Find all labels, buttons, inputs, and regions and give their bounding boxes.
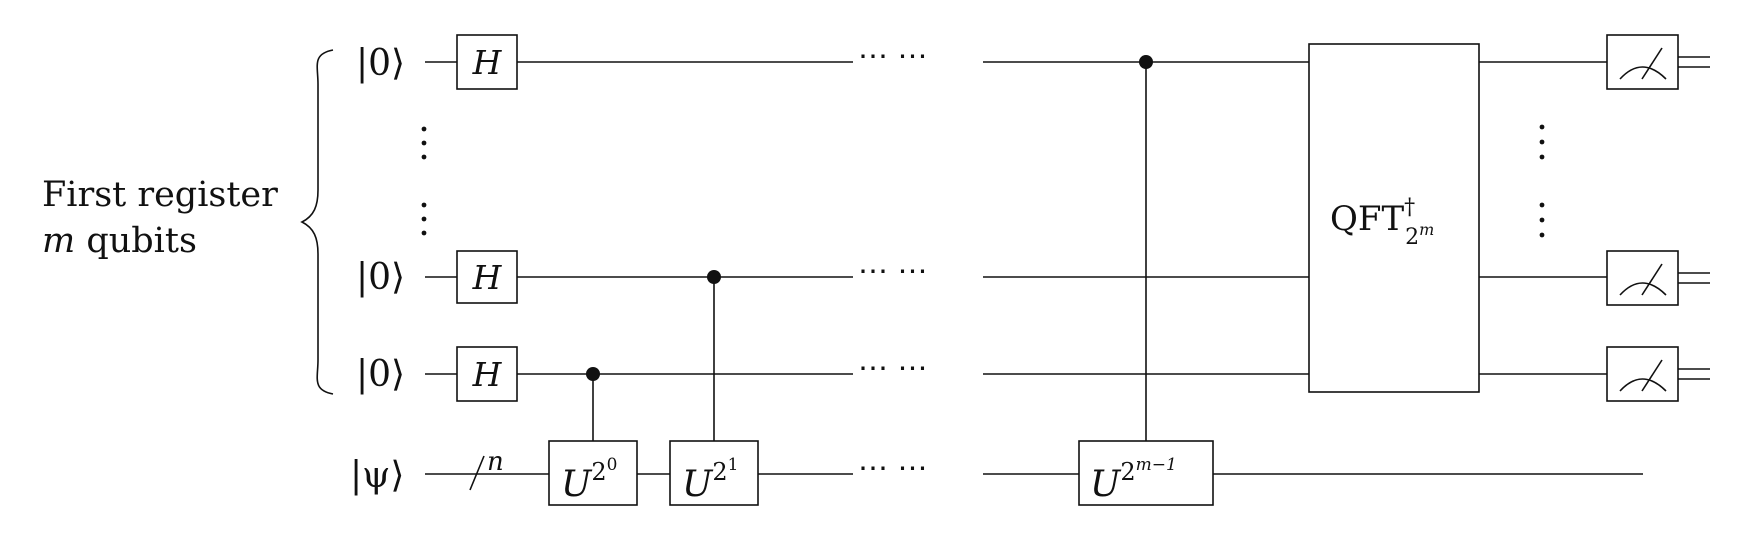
gate-exp-sup: m−1 <box>1136 455 1177 475</box>
controlled-u-gate-0: U20 <box>548 440 638 506</box>
register-size: m qubits <box>42 218 278 264</box>
register-size-unit: qubits <box>75 221 197 261</box>
measurement-meter-mid <box>1606 250 1710 306</box>
bundle-size: n <box>487 447 504 477</box>
control-dot <box>707 270 721 284</box>
gate-base: U <box>1090 464 1122 505</box>
hadamard-gate-label: H <box>472 43 503 82</box>
horizontal-ellipsis-bot: ⋯ ⋯ <box>858 351 928 386</box>
measurement-meter-bot <box>1606 346 1710 402</box>
svg-text:U2m−1: U2m−1 <box>1090 455 1177 505</box>
ket-target: |ψ⟩ <box>350 455 404 496</box>
control-dot <box>586 367 600 381</box>
register-size-var: m <box>42 221 76 261</box>
register-brace <box>300 49 334 395</box>
control-1 <box>586 367 600 441</box>
inverse-qft-gate: QFT† 2m <box>1308 43 1480 393</box>
control-2 <box>707 270 721 441</box>
vertical-ellipsis-right <box>1539 124 1545 238</box>
gate-exp-base: 2 <box>712 458 727 486</box>
first-register-label: First register m qubits <box>42 172 278 264</box>
vertical-ellipsis-left <box>421 126 427 236</box>
ket-qubit-top: |0⟩ <box>356 43 405 84</box>
horizontal-ellipsis-mid: ⋯ ⋯ <box>858 254 928 289</box>
horizontal-ellipsis-top: ⋯ ⋯ <box>858 39 928 74</box>
register-title: First register <box>42 175 278 215</box>
horizontal-ellipsis-target: ⋯ ⋯ <box>858 451 928 486</box>
svg-text:QFT†2m: QFT† 2m <box>1330 195 1434 250</box>
gate-base: U <box>682 464 714 505</box>
gate-exp-base: 2 <box>591 458 606 486</box>
gate-exp-base: 2 <box>1120 458 1135 486</box>
hadamard-gate-label: H <box>472 355 503 394</box>
ket-qubit-mid: |0⟩ <box>356 257 405 298</box>
svg-text:U20: U20 <box>561 455 617 505</box>
controlled-u-gate-1: U21 <box>669 440 759 506</box>
gate-exp-sup: 1 <box>728 455 739 475</box>
hadamard-gate-top: H <box>456 34 518 90</box>
gate-base: U <box>561 464 593 505</box>
qft-sub-sup: m <box>1419 220 1434 239</box>
hadamard-gate-bot: H <box>456 346 518 402</box>
control-3 <box>1139 55 1153 441</box>
qft-text: QFT <box>1330 199 1404 239</box>
hadamard-gate-label: H <box>472 258 503 297</box>
measurement-meter-top <box>1606 34 1710 90</box>
gate-exp-sup: 0 <box>607 455 618 475</box>
control-dot <box>1139 55 1153 69</box>
hadamard-gate-mid: H <box>456 250 518 304</box>
qft-dagger: † <box>1404 195 1415 220</box>
qft-sub-base: 2 <box>1405 225 1419 250</box>
ket-qubit-bot: |0⟩ <box>356 354 405 395</box>
controlled-u-gate-m-1: U2m−1 <box>1078 440 1214 506</box>
svg-text:U21: U21 <box>682 455 738 505</box>
bundle-slash <box>469 455 485 491</box>
